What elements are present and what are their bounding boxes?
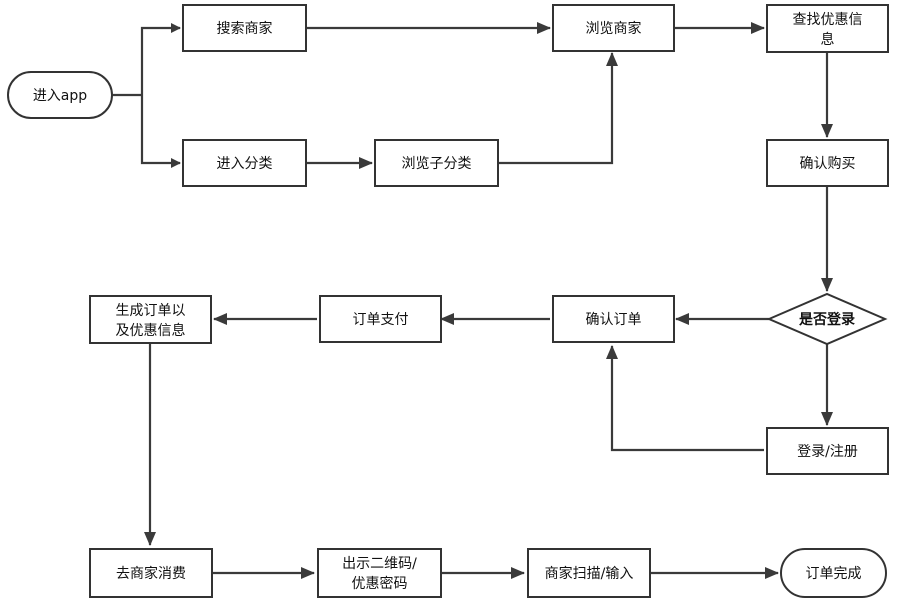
node-show-qr-label-1: 出示二维码/ — [342, 556, 417, 572]
node-order-payment: 订单支付 — [319, 295, 442, 343]
node-order-complete: 订单完成 — [780, 548, 887, 598]
node-login-register-label: 登录/注册 — [797, 444, 858, 460]
node-enter-category-label: 进入分类 — [217, 156, 273, 172]
node-go-consume: 去商家消费 — [89, 548, 213, 598]
node-order-payment-label: 订单支付 — [353, 312, 409, 328]
node-generate-order: 生成订单以 及优惠信息 — [89, 295, 212, 344]
node-generate-order-label-2: 及优惠信息 — [116, 322, 186, 339]
node-browse-subcategory-label: 浏览子分类 — [402, 156, 472, 172]
edge-register-to-confirm-order — [606, 345, 764, 452]
node-find-discount: 查找优惠信 息 — [766, 4, 889, 53]
node-search-merchant-label: 搜索商家 — [217, 20, 273, 37]
node-confirm-order: 确认订单 — [552, 295, 675, 343]
node-confirm-order-label: 确认订单 — [586, 312, 642, 328]
edges — [112, 22, 833, 579]
edge-app-to-search — [140, 23, 181, 95]
edge-app-to-category — [140, 95, 181, 168]
node-is-logged-in: 是否登录 — [766, 292, 888, 346]
node-order-complete-label: 订单完成 — [806, 566, 862, 582]
node-generate-order-label-1: 生成订单以 — [116, 303, 186, 319]
node-browse-merchant-label: 浏览商家 — [586, 20, 642, 37]
node-go-consume-label: 去商家消费 — [116, 565, 186, 582]
node-browse-subcategory: 浏览子分类 — [374, 139, 499, 187]
node-confirm-purchase: 确认购买 — [766, 139, 889, 187]
node-enter-app: 进入app — [7, 71, 113, 119]
node-find-discount-label-2: 息 — [821, 31, 835, 48]
node-is-logged-in-label: 是否登录 — [799, 311, 855, 328]
node-merchant-scan-label: 商家扫描/输入 — [545, 565, 634, 582]
node-show-qr: 出示二维码/ 优惠密码 — [317, 548, 442, 598]
node-find-discount-label-1: 查找优惠信 — [793, 12, 863, 28]
edge-sub-to-browse — [498, 52, 618, 165]
node-enter-category: 进入分类 — [182, 139, 307, 187]
node-merchant-scan: 商家扫描/输入 — [527, 548, 651, 598]
node-confirm-purchase-label: 确认购买 — [800, 156, 856, 172]
node-enter-app-label: 进入app — [33, 88, 87, 104]
node-login-register: 登录/注册 — [766, 427, 889, 475]
node-show-qr-label-2: 优惠密码 — [352, 575, 408, 592]
node-browse-merchant: 浏览商家 — [552, 4, 675, 52]
node-search-merchant: 搜索商家 — [182, 4, 307, 52]
